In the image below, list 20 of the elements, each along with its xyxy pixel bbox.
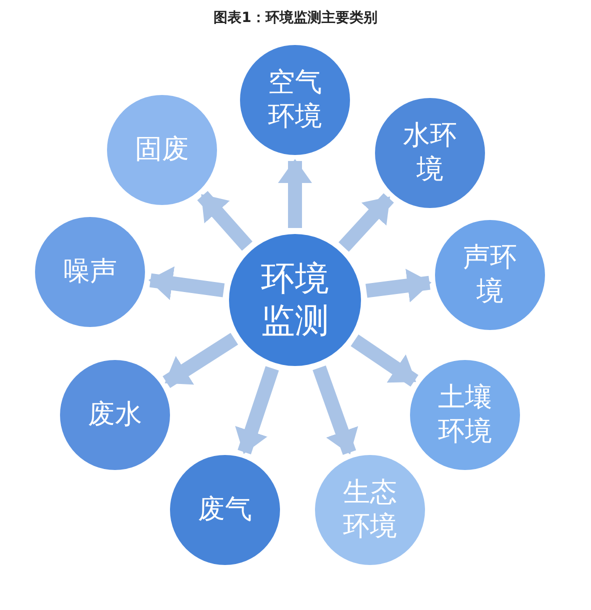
category-label: 噪声 xyxy=(62,255,118,289)
block-arrow xyxy=(148,266,225,300)
category-label: 空气环境 xyxy=(267,66,323,134)
category-label: 土壤环境 xyxy=(437,381,493,449)
block-arrow xyxy=(278,159,312,228)
block-arrow xyxy=(350,334,418,387)
category-label: 生态环境 xyxy=(342,476,398,544)
block-arrow xyxy=(197,191,252,251)
category-label: 环境监测 xyxy=(260,258,330,342)
block-arrow xyxy=(235,366,279,454)
block-arrow xyxy=(338,193,394,252)
category-label: 废气 xyxy=(197,493,253,527)
category-label: 水环境 xyxy=(402,119,458,187)
block-arrow xyxy=(366,268,432,302)
title: 图表1：环境监测主要类别 xyxy=(214,8,378,28)
block-arrow xyxy=(162,332,238,388)
category-label: 废水 xyxy=(87,398,143,432)
category-label: 固废 xyxy=(134,133,190,167)
category-label: 声环境 xyxy=(462,241,518,309)
block-arrow xyxy=(312,365,358,455)
